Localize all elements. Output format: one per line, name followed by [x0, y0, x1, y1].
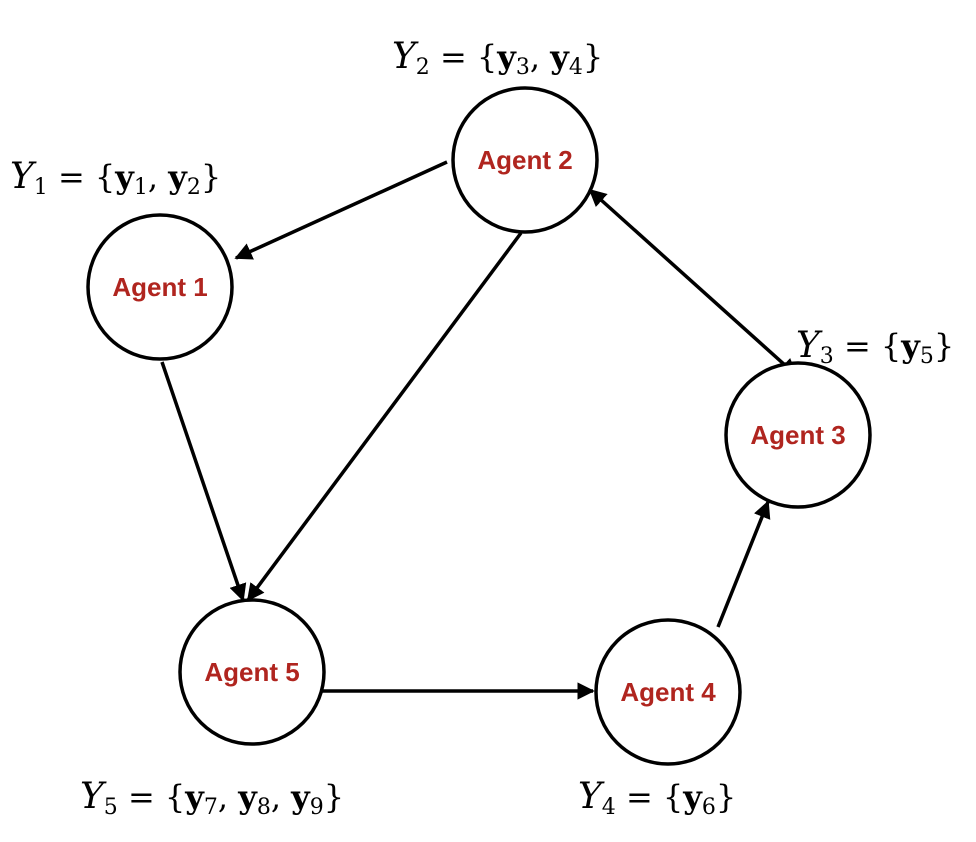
agent-3-label: Agent 3 [750, 420, 845, 450]
agent-3-circle [724, 361, 872, 509]
node-agent-2: Agent 2 [451, 86, 599, 234]
agent-4-label: Agent 4 [620, 677, 716, 707]
agent-2-label: Agent 2 [477, 145, 572, 175]
node-agent-1: Agent 1 [86, 213, 234, 361]
node-agent-3: Agent 3 [724, 361, 872, 509]
agent-1-circle [86, 213, 234, 361]
agent-2-circle [451, 86, 599, 234]
set-label-agent-3: Y3 = {y5} [796, 325, 954, 369]
nodes: Agent 1 Agent 2 Agent 3 Agent 4 Agent 5 [86, 86, 872, 766]
edge-agent-1-to-agent-5 [160, 361, 247, 602]
edge-agent-2-to-agent-1 [234, 160, 448, 260]
agent-5-circle [178, 598, 326, 746]
set-label-agent-4: Y4 = {y6} [578, 776, 736, 820]
edge-agent-4-to-agent-3 [716, 500, 771, 628]
set-label-agent-2: Y2 = {y3, y4} [392, 36, 603, 80]
agent-4-circle [594, 618, 742, 766]
edge-agent-2-to-agent-3 [588, 188, 798, 377]
edges [160, 160, 798, 700]
node-agent-4: Agent 4 [594, 618, 742, 766]
set-label-agent-1: Y1 = {y1, y2} [10, 156, 221, 200]
set-label-agent-5: Y5 = {y7, y8, y9} [80, 776, 344, 820]
edge-agent-2-to-agent-5 [246, 231, 523, 602]
agent-5-label: Agent 5 [204, 657, 299, 687]
agent-1-label: Agent 1 [112, 272, 207, 302]
node-agent-5: Agent 5 [178, 598, 326, 746]
set-labels: Y1 = {y1, y2} Y2 = {y3, y4} Y3 = {y5} Y4 = … [10, 36, 954, 820]
